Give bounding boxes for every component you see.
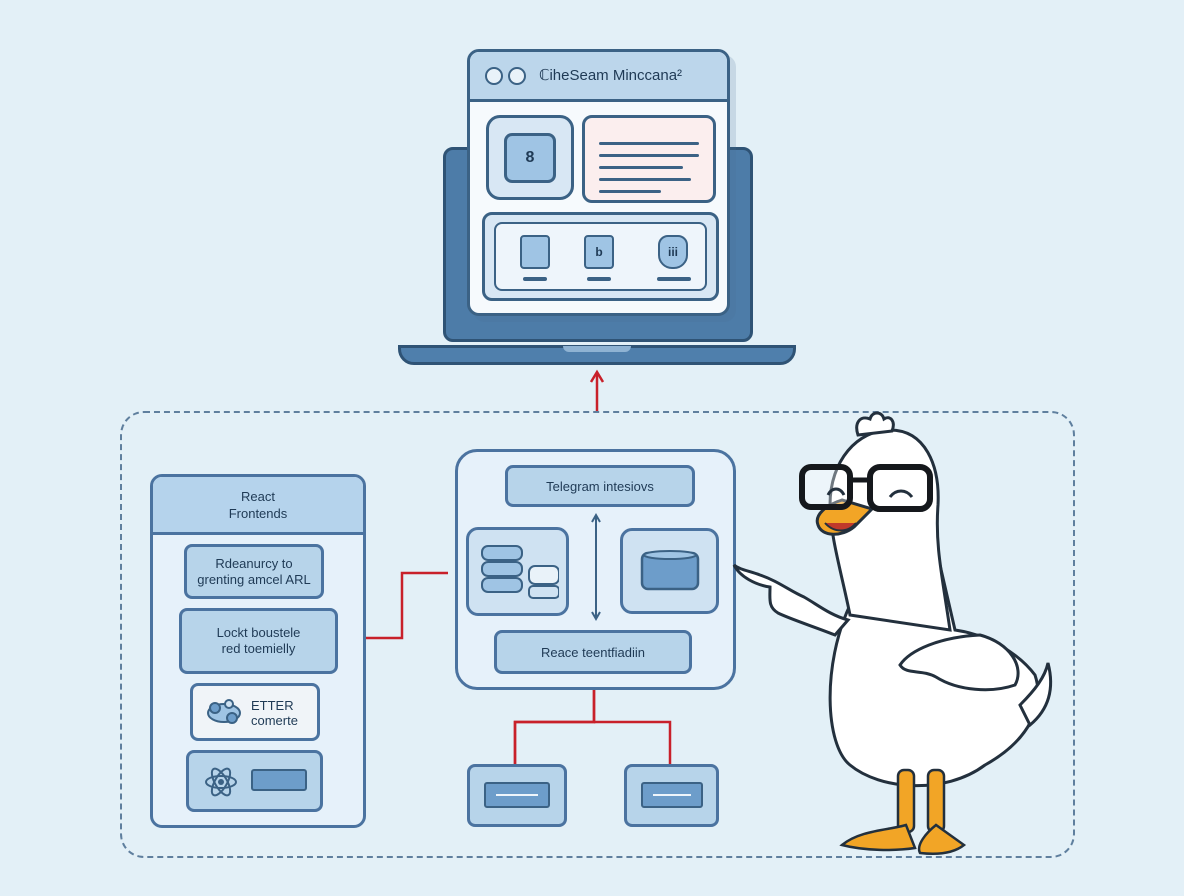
server-icon[interactable]	[520, 235, 550, 269]
window-control-dot[interactable]	[485, 67, 503, 85]
frontend-title-line2: Frontends	[228, 505, 288, 521]
laptop-notch	[563, 346, 631, 352]
text-line	[599, 154, 699, 157]
system-group-boundary	[120, 411, 1075, 858]
text-line	[599, 178, 691, 181]
shield-glyph: iii	[667, 245, 678, 259]
database-box[interactable]	[466, 527, 569, 616]
widget-bar	[251, 769, 307, 791]
media-card[interactable]: 8	[486, 115, 574, 200]
enter-card[interactable]: ETTER comerte	[190, 683, 320, 741]
frontend-widget-card[interactable]	[186, 750, 323, 812]
frontend-header: React Frontends	[153, 477, 363, 535]
icon-tray: b iii	[482, 212, 719, 301]
shield-icon[interactable]: iii	[658, 235, 688, 269]
reace-label[interactable]: Reace teentfiadiin	[494, 630, 692, 674]
node-bar	[484, 782, 550, 808]
browser-title-bar: ℂiheSeam Minccana²	[470, 52, 727, 102]
tray-label-bar	[523, 277, 547, 281]
window-control-dot[interactable]	[508, 67, 526, 85]
enter-card-text: ETTER comerte	[251, 698, 298, 728]
storage-box[interactable]	[620, 528, 719, 614]
sync-arrow-icon	[591, 512, 601, 622]
telegram-label[interactable]: Telegram intesiovs	[505, 465, 695, 507]
icon-tray-inner: b iii	[494, 222, 707, 291]
frontend-button-1[interactable]: Rdeanurcy to grenting amcel ARL	[184, 544, 324, 599]
react-frontend-panel: React Frontends Rdeanurcy to grenting am…	[150, 474, 366, 828]
browser-window: ℂiheSeam Minccana² 8 b iii	[467, 49, 730, 316]
atom-icon	[205, 767, 237, 797]
browser-title: ℂiheSeam Minccana²	[539, 67, 683, 84]
database-icon	[481, 545, 559, 599]
frontend-button-2[interactable]: Lockt boustele red toemielly	[179, 608, 338, 674]
text-line	[599, 166, 683, 169]
network-icon	[207, 699, 241, 724]
node-bar	[641, 782, 703, 808]
text-content-card	[582, 115, 716, 203]
duck-mascot-illustration	[732, 411, 1053, 855]
storage-icon	[640, 550, 700, 591]
frontend-title-line1: React	[241, 488, 275, 504]
service-node-right[interactable]	[624, 764, 719, 827]
image-icon: 8	[504, 133, 556, 183]
tray-label-bar	[657, 277, 691, 281]
package-glyph: b	[595, 245, 603, 259]
arrow-up-to-laptop	[589, 369, 605, 411]
text-line	[599, 142, 699, 145]
text-line	[599, 190, 661, 193]
media-glyph: 8	[525, 149, 535, 166]
package-icon[interactable]: b	[584, 235, 614, 269]
service-node-left[interactable]	[467, 764, 567, 827]
tray-label-bar	[587, 277, 611, 281]
backend-panel: Telegram intesiovs Reace teentfiadiin	[455, 449, 736, 690]
